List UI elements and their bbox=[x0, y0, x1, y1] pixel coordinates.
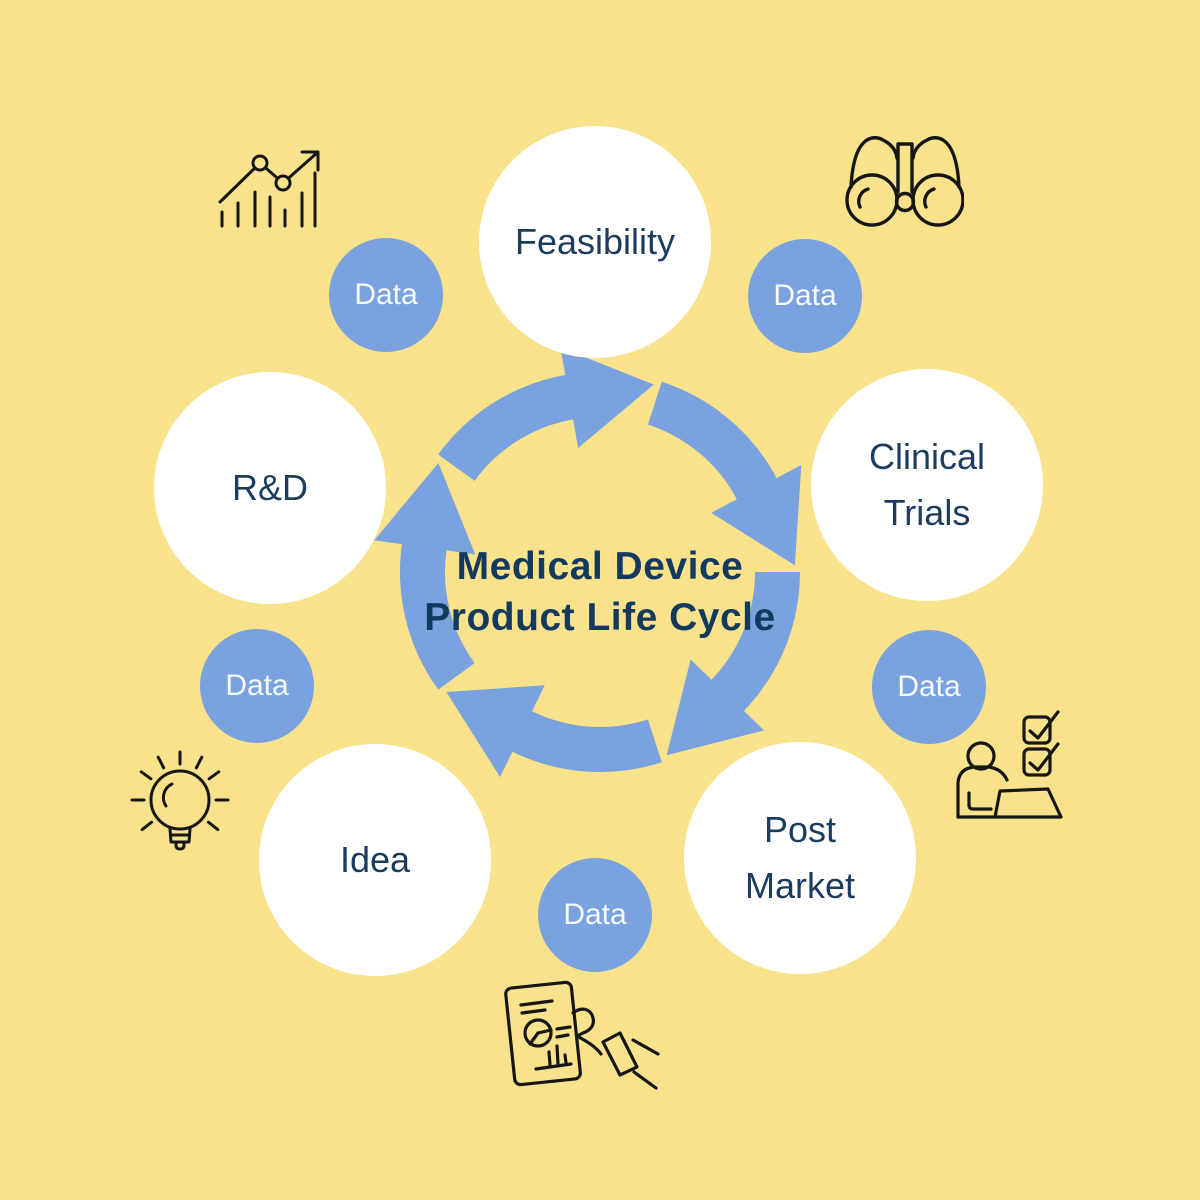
stage-label: R&D bbox=[231, 467, 308, 509]
stage-label-line2: Trials bbox=[883, 492, 971, 533]
data-label: Data bbox=[225, 669, 289, 702]
data-label: Data bbox=[897, 670, 961, 703]
data-label: Data bbox=[773, 279, 837, 312]
data-circle-left: Data bbox=[200, 629, 314, 743]
stage-circle-post-market: Post Market bbox=[684, 742, 916, 974]
checklist-person-icon bbox=[948, 705, 1066, 823]
data-label: Data bbox=[563, 898, 627, 931]
trend-chart-icon bbox=[212, 142, 322, 234]
stage-label: Feasibility bbox=[514, 221, 676, 263]
diagram-title: Medical Device Product Life Cycle bbox=[300, 541, 900, 643]
cycle-arrow-segments bbox=[350, 342, 862, 841]
lightbulb-icon bbox=[124, 744, 236, 866]
data-circle-top-left: Data bbox=[329, 238, 443, 352]
title-line-2: Product Life Cycle bbox=[424, 596, 776, 639]
data-label: Data bbox=[354, 278, 418, 311]
stage-circle-feasibility: Feasibility bbox=[479, 126, 711, 358]
report-hand-icon bbox=[498, 980, 666, 1095]
stage-circle-rnd: R&D bbox=[154, 372, 386, 604]
title-line-1: Medical Device bbox=[456, 545, 744, 588]
stage-label: Idea bbox=[339, 839, 411, 881]
data-circle-bottom: Data bbox=[538, 858, 652, 972]
stage-label: Post bbox=[763, 809, 837, 851]
stage-circle-idea: Idea bbox=[259, 744, 491, 976]
stage-label: Clinical bbox=[868, 436, 986, 478]
stage-circle-clinical-trials: Clinical Trials bbox=[811, 369, 1043, 601]
stage-label-line2: Market bbox=[744, 865, 856, 906]
binoculars-icon bbox=[842, 130, 964, 228]
data-circle-right: Data bbox=[872, 630, 986, 744]
data-circle-top-right: Data bbox=[748, 239, 862, 353]
